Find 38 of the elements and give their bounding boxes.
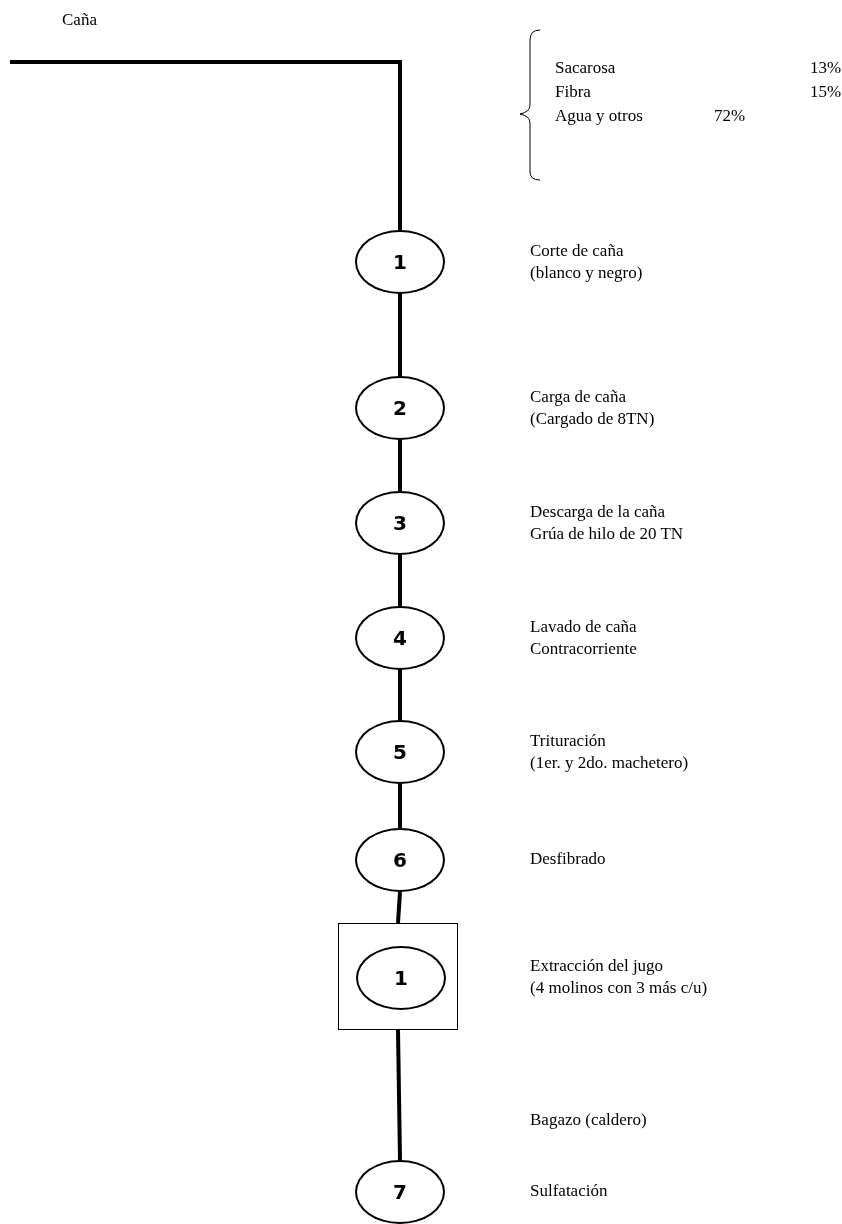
inspection-square [338, 923, 458, 1030]
step-description: Grúa de hilo de 20 TN [530, 523, 684, 545]
step-description: Corte de caña [530, 240, 625, 262]
step-description: Trituración [530, 730, 607, 752]
composition-text: Sacarosa [555, 58, 616, 78]
composition-text: Agua y otros [555, 106, 643, 126]
step-description: Descarga de la caña [530, 501, 667, 523]
step-description: Desfibrado [530, 849, 606, 869]
flow-line [396, 1029, 402, 1161]
composition-text: 13% [810, 58, 842, 78]
composition-text: 15% [810, 82, 842, 102]
step-description: Carga de caña [530, 386, 627, 408]
step-description: (blanco y negro) [530, 262, 643, 284]
step-description: Sulfatación [530, 1181, 608, 1201]
composition-text: 72% [714, 106, 746, 126]
operation-circle: 2 [355, 376, 445, 440]
step-description: Lavado de caña [530, 616, 637, 638]
flow-line [398, 294, 402, 376]
flow-line [398, 784, 402, 828]
flow-line [398, 440, 402, 491]
operation-circle: 1 [356, 946, 446, 1010]
operation-circle: 1 [355, 230, 445, 294]
step-description: (4 molinos con 3 más c/u) [530, 976, 708, 999]
operation-circle: 7 [355, 1160, 445, 1224]
flow-line [10, 60, 402, 230]
operation-circle: 5 [355, 720, 445, 784]
output-label: Bagazo (caldero) [530, 1110, 647, 1130]
operation-circle: 6 [355, 828, 445, 892]
step-description: Contracorriente [530, 638, 637, 660]
flow-line [396, 891, 402, 924]
flow-line [398, 670, 402, 720]
step-description: Extracción del jugo [530, 954, 665, 977]
step-description: (Cargado de 8TN) [530, 408, 655, 430]
step-description: (1er. y 2do. machetero) [530, 752, 689, 774]
operation-circle: 3 [355, 491, 445, 555]
flow-line [398, 555, 402, 606]
operation-circle: 4 [355, 606, 445, 670]
composition-text: Fibra [555, 82, 591, 102]
